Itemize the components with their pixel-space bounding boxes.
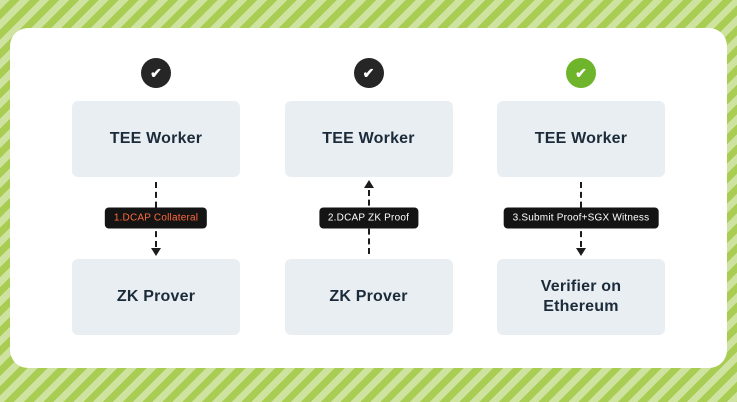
verifier-on-ethereum-box: Verifier on Ethereum: [497, 259, 665, 335]
check-circle-dark-icon: ✔: [141, 58, 171, 88]
zk-prover-box: ZK Prover: [284, 259, 453, 335]
check-circle-dark-icon: ✔: [353, 58, 384, 88]
flow-column-1: ✔ TEE Worker 1.DCAP Collateral ZK Prover: [72, 58, 240, 368]
tee-worker-box: TEE Worker: [497, 101, 665, 177]
zk-prover-box: ZK Prover: [72, 259, 240, 335]
arrowhead-up-icon: [363, 180, 374, 188]
step-badge-2: 2.DCAP ZK Proof: [318, 207, 419, 229]
step-badge-1: 1.DCAP Collateral: [104, 207, 208, 229]
check-icon: ✔: [150, 64, 162, 81]
step-badge-3: 3.Submit Proof+SGX Witness: [503, 207, 659, 229]
arrowhead-down-icon: [576, 248, 586, 256]
flow-column-2: ✔ TEE Worker 2.DCAP ZK Proof ZK Prover: [284, 58, 453, 368]
tee-worker-box: TEE Worker: [72, 101, 240, 177]
check-icon: ✔: [362, 64, 375, 81]
arrowhead-down-icon: [151, 248, 161, 256]
check-icon: ✔: [575, 64, 587, 81]
flow-column-3: ✔ TEE Worker 3.Submit Proof+SGX Witness …: [497, 58, 665, 368]
flow-arrow-down: 3.Submit Proof+SGX Witness: [497, 177, 665, 259]
flow-arrow-down: 1.DCAP Collateral: [72, 177, 240, 259]
check-circle-green-icon: ✔: [566, 58, 596, 88]
diagram-card: ✔ TEE Worker 1.DCAP Collateral ZK Prover…: [10, 28, 727, 368]
tee-worker-box: TEE Worker: [284, 101, 453, 177]
flow-arrow-up: 2.DCAP ZK Proof: [285, 177, 453, 259]
